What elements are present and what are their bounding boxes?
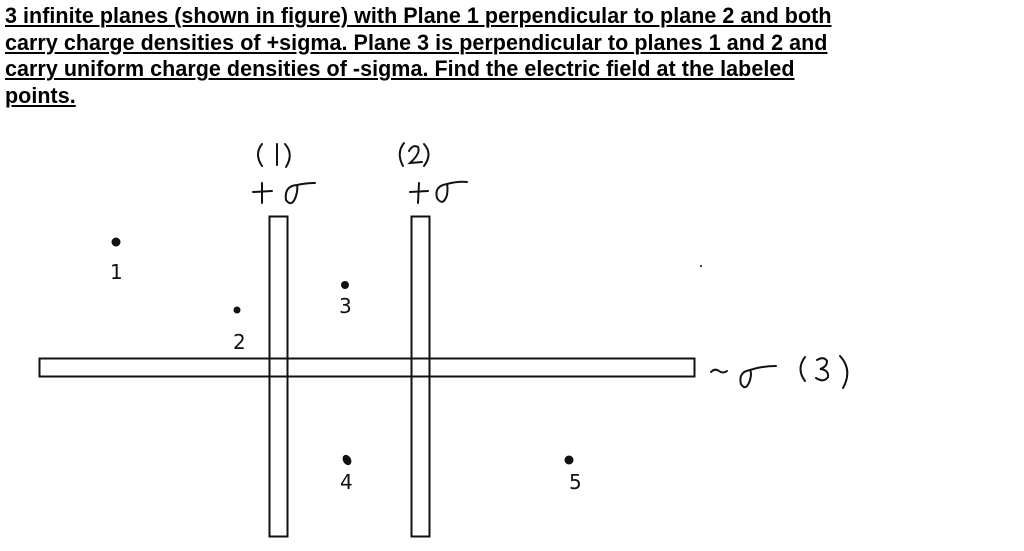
plane-1-charge <box>252 182 316 205</box>
stray-mark <box>700 265 702 267</box>
plane-3 <box>38 357 696 378</box>
problem-line-1: 3 infinite planes (shown in figure) with… <box>5 3 832 28</box>
point-1: 1 <box>110 237 123 284</box>
point-1-label: 1 <box>110 260 123 284</box>
point-5: 5 <box>564 455 582 494</box>
plane-2 <box>410 215 431 538</box>
point-2-label: 2 <box>233 330 246 354</box>
point-3: 3 <box>339 281 352 318</box>
point-4: 4 <box>340 454 353 494</box>
problem-statement: 3 infinite planes (shown in figure) with… <box>5 3 971 109</box>
point-2: 2 <box>233 306 246 354</box>
point-3-label: 3 <box>339 294 352 318</box>
plane-2-charge <box>409 180 468 204</box>
point-4-dot <box>342 454 352 466</box>
problem-line-3: carry uniform charge densities of -sigma… <box>5 56 795 81</box>
plane-2-label <box>398 142 468 204</box>
point-3-dot <box>341 281 349 289</box>
point-2-dot <box>233 306 241 314</box>
plane-3-charge <box>710 368 728 374</box>
problem-line-4: points. <box>5 82 76 108</box>
plane-1-label <box>252 143 316 205</box>
point-1-dot <box>111 237 121 247</box>
point-4-label: 4 <box>340 470 353 494</box>
problem-line-2: carry charge densities of +sigma. Plane … <box>5 29 828 55</box>
plane-1 <box>268 215 289 538</box>
plane-3-label <box>710 355 849 389</box>
point-5-dot <box>564 455 574 465</box>
point-5-label: 5 <box>569 470 582 494</box>
